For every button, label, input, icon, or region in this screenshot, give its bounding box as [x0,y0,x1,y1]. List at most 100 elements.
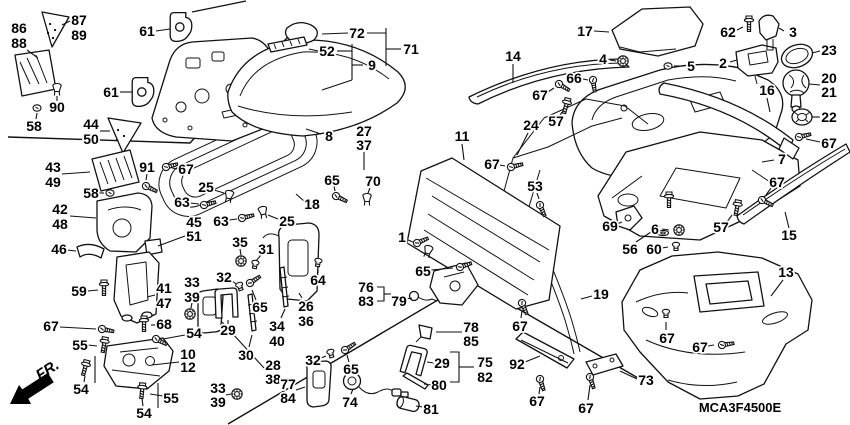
callout-label-54: 54 [73,381,89,397]
part-reflector-92-line [520,339,569,364]
callout-label-39: 39 [184,289,200,305]
callout-leader-55 [87,344,98,347]
callout-label-87: 87 [71,12,87,28]
screw-fastener-icon [140,180,159,195]
callout-leader-81 [415,405,424,408]
callout-label-68: 68 [156,316,172,332]
callout-label-55: 55 [163,390,179,406]
callout-label-67: 67 [512,318,528,334]
parts-layer [14,6,850,413]
callout-leader-65 [430,267,454,271]
callout-label-38: 38 [265,371,281,387]
rivet-fastener-icon [325,347,336,359]
callout-label-17: 17 [577,23,593,39]
callout-label-48: 48 [52,216,68,232]
callout-leader-11 [461,143,465,161]
callout-label-85: 85 [463,333,479,349]
part-lock-cylinder-stem [790,94,802,108]
callout-leader-67 [805,138,821,143]
callout-leader-12 [151,361,180,366]
callout-label-90: 90 [49,99,65,115]
callout-label-64: 64 [310,272,326,288]
bolt-fastener-icon [138,315,150,333]
callout-label-25: 25 [198,179,214,195]
callout-label-22: 22 [821,109,837,125]
callout-label-63: 63 [174,194,190,210]
part-pin-34 [279,266,289,308]
callout-label-33: 33 [184,274,200,290]
part-inner-box-11-ribs [423,177,550,296]
callout-label-58: 58 [26,118,42,134]
part-grille-43-hatch [99,155,133,185]
callout-label-18: 18 [304,196,320,212]
callout-leader-67 [499,164,506,167]
part-lid-panel-17-edge [619,46,677,53]
callout-label-24: 24 [523,117,539,133]
callout-leader-46 [66,249,77,252]
callout-label-35: 35 [232,234,248,250]
callout-leader-31 [255,254,262,262]
bolt-fastener-icon [98,279,110,297]
callout-label-53: 53 [527,178,543,194]
callout-label-67: 67 [532,87,548,103]
callout-leader-32 [230,279,237,285]
callout-label-12: 12 [180,359,196,375]
part-box-45 [144,238,163,256]
clip-fastener-icon [362,192,372,207]
callout-label-91: 91 [139,159,155,175]
callout-label-88: 88 [11,35,27,51]
callout-leader-7 [761,159,775,163]
part-pin-80 [402,372,429,390]
callout-leader-88 [26,49,39,59]
callout-leader-16 [766,97,771,113]
callout-label-42: 42 [52,201,68,217]
fr-direction-indicator: FR. [10,357,62,404]
callout-label-45: 45 [186,214,202,230]
screw-fastener-icon [506,159,525,172]
part-clip-78-leg [415,336,422,343]
callout-label-4: 4 [599,51,607,67]
callout-label-66: 66 [566,70,582,86]
callout-label-67: 67 [821,135,837,151]
callout-leader-69 [616,221,623,225]
callout-leader-29 [426,361,435,364]
part-saddlebag-outer-lines [237,51,390,117]
part-rear-cover-13 [621,251,813,400]
callout-leader-15 [784,211,790,229]
callout-label-76: 76 [358,279,374,295]
part-gasket-23-inner [785,47,809,65]
callout-leader-72 [321,32,349,35]
callout-bracket [321,79,353,91]
callout-leader-80 [423,383,432,386]
cliplg-fastener-icon [169,11,193,43]
part-duct-42 [96,192,153,253]
callout-label-50: 50 [83,131,99,147]
nut-fastener-icon [32,104,42,112]
callout-label-54: 54 [186,325,202,341]
callout-leader-51 [157,235,186,247]
callout-label-77: 77 [280,376,296,392]
callout-leader-17 [593,30,610,33]
callout-leader-54 [141,398,144,407]
callout-label-82: 82 [477,369,493,385]
callout-leader-67 [587,384,591,401]
callout-label-78: 78 [463,319,479,335]
callout-label-67: 67 [529,393,545,409]
callout-leader-84 [295,386,306,391]
part-rear-cover-handle [705,280,753,305]
callout-leader-19 [580,295,593,300]
part-latch-2-inner [747,50,769,85]
part-lens-72 [284,21,318,45]
callout-leader-8 [305,128,322,135]
callout-leader-54 [162,334,186,340]
clip-fastener-icon [257,205,269,220]
part-trunk-upper-shell-rim [591,76,737,121]
callout-label-10: 10 [180,346,196,362]
leader-lines-layer [26,20,821,408]
callout-label-70: 70 [365,173,381,189]
callout-label-29: 29 [220,322,236,338]
callout-leader-67 [171,167,179,170]
screw-fastener-icon [97,324,115,336]
callout-label-73: 73 [638,372,654,388]
